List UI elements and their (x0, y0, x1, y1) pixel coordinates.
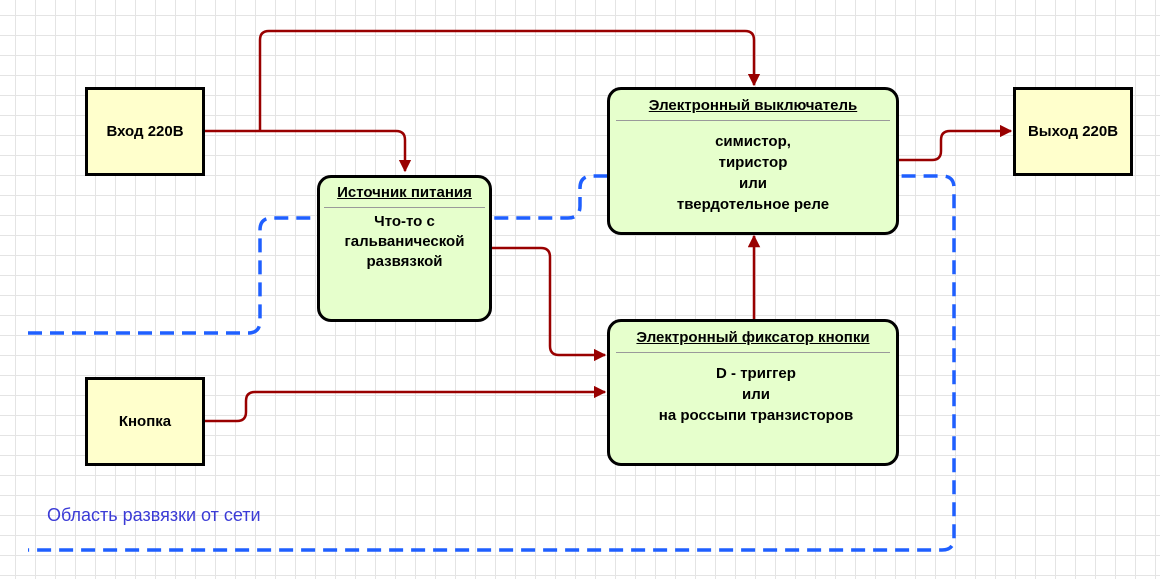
electronic-switch-description: симистор, тиристор или твердотельное рел… (676, 133, 830, 213)
output-220v-label: Выход 220В (1027, 123, 1119, 140)
isolation-area-label: Область развязки от сети (47, 505, 261, 525)
electronic-switch-block[interactable]: Электронный выключатель симистор, тирист… (607, 87, 899, 235)
isolation-boundary (28, 174, 956, 552)
wire-power-supply-to-latch (492, 246, 607, 362)
button-label: Кнопка (118, 413, 172, 430)
wire-switch-to-output (899, 124, 1013, 162)
power-supply-description: Что-то с гальванической развязкой (344, 213, 465, 270)
button-latch-block[interactable]: Электронный фиксатор кнопки D - триггер … (607, 319, 899, 466)
button-latch-title: Электронный фиксатор кнопки (616, 322, 890, 353)
input-220v-box[interactable]: Вход 220В (85, 87, 205, 176)
wire-input-to-power-supply (205, 129, 412, 173)
button-latch-description: D - триггер или на россыпи транзисторов (658, 365, 854, 424)
input-220v-label: Вход 220В (106, 123, 184, 140)
button-box[interactable]: Кнопка (85, 377, 205, 466)
power-supply-block[interactable]: Источник питания Что-то с гальванической… (317, 175, 492, 322)
output-220v-box[interactable]: Выход 220В (1013, 87, 1133, 176)
power-supply-title: Источник питания (324, 178, 485, 208)
electronic-switch-title: Электронный выключатель (616, 90, 890, 121)
wire-button-to-latch (205, 385, 607, 423)
wire-input-to-switch (258, 29, 761, 131)
